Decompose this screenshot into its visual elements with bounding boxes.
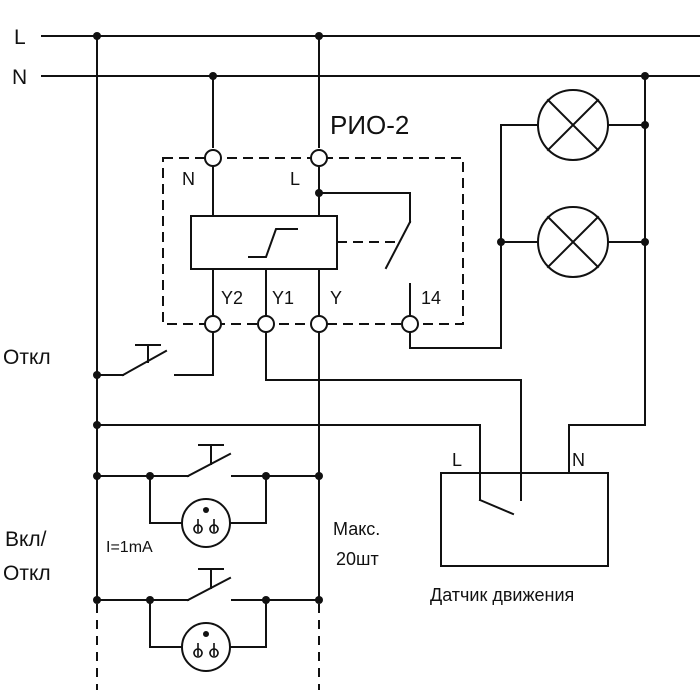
indicator-2-wire: [149, 599, 183, 648]
onoff-pushbutton-1: [93, 444, 323, 548]
sensor-name-label: Датчик движения: [430, 585, 574, 605]
button-1-contact: [186, 452, 232, 478]
current-label: I=1mA: [106, 539, 153, 556]
junction-dot: [641, 121, 649, 129]
relay-coil: [190, 215, 338, 270]
output-14-wire: [409, 241, 502, 349]
indicator-2-wire: [229, 599, 267, 648]
terminal-n: [204, 149, 222, 167]
relay-name-label: РИО-2: [330, 110, 409, 140]
terminal-y1-label: Y1: [272, 288, 294, 308]
off-pushbutton: Откл: [3, 331, 214, 379]
terminal-14: [401, 315, 419, 333]
y1-sensor-wire: [265, 331, 522, 501]
line-n-label: N: [12, 66, 27, 89]
lamp-2-icon: [537, 206, 609, 278]
sensor-box: [440, 472, 609, 567]
junction-dot: [93, 596, 101, 604]
lamp-group: [497, 89, 649, 278]
max-count-line1: Макс.: [333, 519, 380, 539]
indicator-lamp-2-icon: [181, 622, 231, 672]
junction-dot: [497, 238, 505, 246]
motion-sensor: L N Датчик движения: [430, 450, 609, 605]
junction-dot: [93, 472, 101, 480]
relay-housing: [162, 157, 464, 325]
junction-dot: [93, 421, 101, 429]
terminal-l: [310, 149, 328, 167]
button-2-contact: [186, 576, 232, 602]
coil-hysteresis-symbol: [248, 228, 298, 258]
junction-dot: [641, 238, 649, 246]
terminal-y2-label: Y2: [221, 288, 243, 308]
terminal-y1: [257, 315, 275, 333]
lamp-1-icon: [537, 89, 609, 161]
terminal-14-label: 14: [421, 288, 441, 308]
max-count-line2: 20шт: [336, 549, 379, 569]
terminal-y-label: Y: [330, 288, 342, 308]
sensor-l-label: L: [452, 450, 462, 470]
junction-dot: [315, 596, 323, 604]
sensor-l-wire: [96, 424, 481, 501]
sensor-n-wire: [568, 424, 646, 474]
onoff-label-line2: Откл: [3, 562, 51, 585]
contact-feed-wire: [318, 192, 411, 223]
junction-dot: [641, 72, 649, 80]
indicator-1-wire: [149, 475, 183, 524]
terminal-y2: [204, 315, 222, 333]
indicator-1-wire: [229, 475, 267, 524]
terminal-l-label: L: [290, 169, 300, 189]
terminal-y: [310, 315, 328, 333]
supply-lines: L N: [12, 26, 700, 89]
off-button-wire: [174, 331, 214, 376]
sensor-n-label: N: [572, 450, 585, 470]
off-button-contact: [121, 349, 168, 377]
terminal-n-label: N: [182, 169, 195, 189]
line-l-label: L: [14, 26, 26, 49]
junction-dot: [93, 32, 101, 40]
off-button-label: Откл: [3, 346, 51, 369]
relay-contact-blade: [384, 220, 412, 270]
sensor-contact-blade: [478, 498, 515, 516]
junction-dot: [315, 472, 323, 480]
junction-dot: [93, 371, 101, 379]
onoff-label-line1: Вкл/: [5, 528, 47, 551]
indicator-lamp-1-icon: [181, 498, 231, 548]
junction-dot: [209, 72, 217, 80]
onoff-pushbutton-2: [93, 568, 323, 672]
junction-dot: [315, 32, 323, 40]
